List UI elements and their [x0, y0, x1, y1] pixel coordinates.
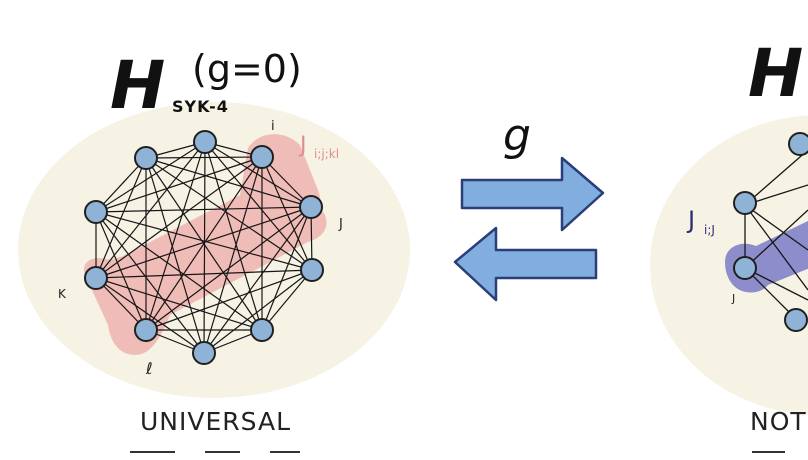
graph-edge	[95, 157, 147, 213]
graph-edge	[95, 269, 313, 279]
graph-node	[84, 266, 108, 290]
right-node	[788, 132, 808, 156]
graph-edge	[203, 269, 313, 354]
graph-edge	[95, 156, 263, 279]
right-coupling-subscript: i;J	[704, 223, 715, 237]
left-hamiltonian-superscript: (g=0)	[192, 47, 302, 91]
center-coupling-symbol: g	[503, 110, 531, 161]
graph-edge	[203, 206, 312, 354]
graph-edge	[261, 206, 312, 331]
right-node	[733, 256, 757, 280]
graph-edge	[145, 157, 263, 331]
graph-edge	[204, 141, 312, 208]
backward-arrow	[453, 226, 598, 302]
right-node	[733, 191, 757, 215]
node-label-j: J	[338, 217, 343, 232]
left-graph-nodes	[84, 130, 324, 365]
node-label-k: K	[58, 287, 67, 301]
right-node	[784, 308, 808, 332]
graph-node	[134, 146, 158, 170]
right-node-label-j: J	[731, 292, 735, 305]
graph-edge	[95, 277, 205, 354]
left-hamiltonian-subscript: SYK-4	[172, 97, 229, 116]
graph-node	[193, 130, 217, 154]
left-coupling-subscript: i;j;kl	[314, 147, 339, 161]
left-coupling-label: J	[298, 133, 307, 158]
right-graph-nodes	[733, 132, 808, 332]
graph-node	[134, 318, 158, 342]
graph-edge	[95, 157, 147, 279]
right-coupling-label: J	[686, 206, 695, 234]
graph-edge	[95, 141, 206, 213]
graph-edge	[145, 141, 206, 331]
forward-arrow	[460, 156, 605, 232]
graph-edge	[145, 157, 312, 208]
graph-edge	[145, 157, 313, 271]
left-hamiltonian-symbol: H	[110, 47, 165, 124]
node-label-i: i	[271, 119, 275, 134]
graph-edge	[95, 206, 312, 213]
graph-edge	[145, 157, 205, 354]
graph-edge	[203, 141, 206, 354]
graph-node	[250, 145, 274, 169]
graph-edge	[145, 156, 263, 159]
left-caption: UNIVERSAL	[140, 407, 291, 436]
graph-node	[300, 258, 324, 282]
graph-node	[299, 195, 323, 219]
right-hamiltonian-symbol: H	[748, 35, 803, 112]
graph-edge	[95, 277, 263, 331]
graph-edge	[261, 156, 313, 271]
graph-edge	[95, 211, 313, 271]
graph-edge	[145, 269, 313, 331]
graph-edge	[95, 156, 263, 213]
graph-edge	[95, 277, 147, 331]
graph-node	[250, 318, 274, 342]
graph-node	[192, 341, 216, 365]
node-label-l: ℓ	[145, 359, 153, 378]
graph-edge	[95, 211, 147, 331]
graph-edge	[145, 206, 312, 331]
graph-edge	[261, 269, 313, 331]
right-caption: NOT	[750, 407, 807, 436]
graph-node	[84, 200, 108, 224]
